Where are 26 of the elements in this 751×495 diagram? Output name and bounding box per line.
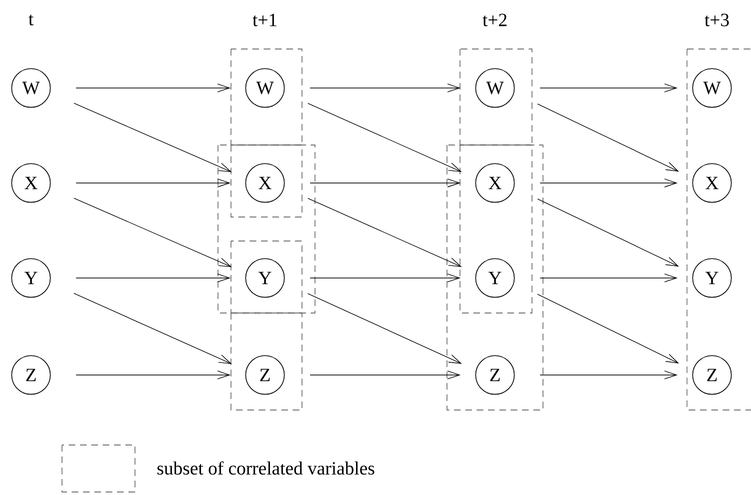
arrow: [540, 178, 678, 188]
arrow: [74, 198, 232, 268]
arrow: [76, 84, 231, 92]
arrow: [307, 293, 462, 364]
arrow: [540, 84, 678, 92]
arrow: [537, 104, 680, 172]
legend-text: subset of correlated variables: [158, 461, 374, 475]
arrow: [540, 274, 678, 282]
time-label: t+1: [252, 14, 276, 26]
arrow: [76, 370, 231, 380]
arrow: [310, 178, 461, 188]
arrow: [310, 274, 461, 282]
time-label: t: [28, 14, 34, 26]
arrow: [308, 102, 462, 172]
arrow: [76, 274, 231, 282]
arrow: [76, 178, 231, 188]
arrow: [540, 370, 678, 380]
arrow: [308, 198, 462, 268]
arrow: [74, 102, 232, 172]
arrow: [74, 293, 232, 364]
arrow: [310, 370, 461, 380]
arrow: [310, 84, 461, 92]
time-label: t+3: [704, 14, 729, 26]
arrow: [537, 294, 680, 364]
time-label: t+2: [482, 14, 506, 26]
arrow: [537, 198, 680, 267]
